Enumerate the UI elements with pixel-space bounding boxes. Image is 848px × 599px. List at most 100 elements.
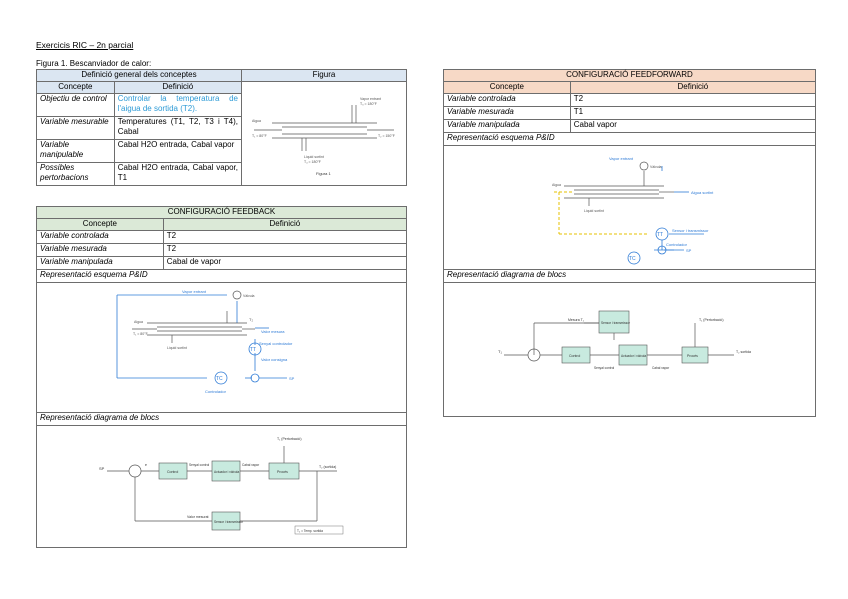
- feedback-summing-junction-icon: [250, 373, 260, 383]
- feedback-pid-cell: TT TC Vapor entrant Vàlvula Aigua T₁ = 8…: [36, 282, 407, 413]
- tc-controller-icon: [214, 371, 228, 385]
- feedback-actuator-block: [211, 460, 241, 482]
- feedback-legend-box: [294, 525, 344, 535]
- feedback-liquid-label: Liquid sortint: [167, 346, 187, 350]
- row-concept: Objectiu de control: [36, 93, 115, 117]
- feedforward-sensor-text: Sensor i transmissor: [601, 321, 631, 325]
- feedforward-pid-cell: TT TC Vapor entrant Vàlvula Aigua Aigua …: [443, 145, 816, 270]
- feedforward-output-text: T₂ sortida: [736, 350, 751, 354]
- figure-caption: Figura 1. Bescanviador de calor:: [36, 59, 152, 68]
- row-concept: Variable mesurable: [36, 116, 115, 140]
- feedforward-controller-block: [561, 346, 591, 364]
- feedforward-block-diagram: T₁ Mesura T₁ Sensor i transmissor Contro…: [498, 310, 751, 370]
- feedback-sp-label: SP: [289, 376, 295, 381]
- concept-column-header: Concepte: [36, 81, 115, 94]
- feedback-setpoint-label: Valor consigna: [261, 357, 288, 362]
- tt-transmitter-icon: [248, 342, 262, 356]
- feedback-vapor-label: Vapor entrant: [182, 289, 207, 294]
- feedforward-definition-header: Definició: [569, 81, 817, 94]
- figure-t1-label: T₁ = 80°F: [252, 134, 267, 138]
- feedforward-summing-junction-icon: [657, 245, 667, 255]
- feedback-actuator-text: Actuador i vàlvula: [214, 470, 239, 474]
- figure-caption-label: Figura 1: [316, 171, 331, 176]
- tc-label: TC: [216, 376, 223, 382]
- feedforward-process-text: Procés: [687, 354, 698, 358]
- document-title: Exercicis RIC – 2n parcial: [36, 40, 134, 50]
- figure-liquid-out-label: Liquid sortint: [304, 155, 324, 159]
- feedforward-row-definition: Cabal vapor: [569, 119, 817, 133]
- row-concept: Variable manipulable: [36, 139, 115, 163]
- feedback-controller-text: Control: [167, 470, 179, 474]
- feedforward-valve-label: Vàlvula: [650, 165, 662, 169]
- general-table-title: Definició general dels conceptes: [36, 69, 242, 82]
- feedback-legend-text: T₂ = Temp. sortida: [297, 529, 323, 533]
- feedback-valve-label: Vàlvula: [243, 294, 255, 298]
- feedback-disturbance-text: T₁ (Pertorbació): [277, 437, 302, 441]
- feedback-sensor-text: Sensor i transmissor: [214, 520, 244, 524]
- feedback-output-text: T₂ (sortida): [319, 465, 336, 469]
- feedforward-pid-diagram: TT TC Vapor entrant Vàlvula Aigua Aigua …: [552, 156, 714, 265]
- feedforward-row-concept: Variable controlada: [443, 93, 571, 107]
- feedback-concept-header: Concepte: [36, 218, 164, 231]
- feedback-row-definition: Cabal de vapor: [162, 256, 408, 270]
- feedforward-row-concept: Variable mesurada: [443, 106, 571, 120]
- row-definition: Temperatures (T1, T2, T3 i T4), Cabal: [113, 116, 242, 140]
- feedback-control-signal-text: Senyal control: [189, 463, 209, 467]
- feedback-title: CONFIGURACIÓ FEEDBACK: [36, 206, 407, 219]
- figure-vapor-in-temp: T₃ = 180°F: [360, 102, 377, 106]
- feedback-process-block: [268, 462, 300, 480]
- row-definition: Cabal H2O entrada, Cabal vapor: [113, 139, 242, 163]
- feedforward-water-label: Aigua: [552, 183, 561, 187]
- feedback-definition-header: Definició: [162, 218, 408, 231]
- feedback-row-concept: Variable controlada: [36, 230, 164, 244]
- feedback-t2-label: T₂: [249, 317, 253, 322]
- feedback-pid-diagram: TT TC Vapor entrant Vàlvula Aigua T₁ = 8…: [116, 289, 295, 394]
- feedback-block-diagram: Control Actuador i vàlvula Procés Sensor…: [99, 437, 344, 535]
- feedforward-block-summing-junction: [527, 348, 541, 362]
- tt-label: TT: [250, 347, 256, 353]
- feedforward-actuator-text: Actuador i vàlvula: [621, 354, 646, 358]
- feedback-error-text: e: [145, 463, 147, 467]
- feedback-row-definition: T2: [162, 230, 408, 244]
- feedback-water-label: Aigua: [134, 320, 143, 324]
- feedback-signal-label: Senyal controlador: [259, 341, 293, 346]
- feedforward-concept-header: Concepte: [443, 81, 571, 94]
- feedforward-tt-label: TT: [657, 232, 663, 238]
- heat-exchanger-figure: Vapor entrant T₃ = 180°F Aigua T₁ = 80°F…: [252, 97, 395, 176]
- feedforward-liquid-label: Liquid sortint: [584, 209, 604, 213]
- feedforward-table: CONFIGURACIÓ FEEDFORWARD Concepte Defini…: [443, 69, 817, 417]
- feedback-controller-block: [158, 462, 188, 480]
- figure-t2-label: T₂ = 150°F: [378, 134, 395, 138]
- row-concept: Possibles pertorbacions: [36, 162, 115, 186]
- feedforward-valve-icon: [639, 161, 649, 171]
- feedforward-actuator-block: [618, 344, 648, 366]
- feedforward-row-definition: T1: [569, 106, 817, 120]
- feedback-row-concept: Variable manipulada: [36, 256, 164, 270]
- feedback-block-summing-junction: [128, 464, 142, 478]
- figure-vapor-in-label: Vapor entrant: [360, 97, 381, 101]
- feedforward-title: CONFIGURACIÓ FEEDFORWARD: [443, 69, 816, 82]
- feedforward-row-definition: T2: [569, 93, 817, 107]
- feedforward-disturbance-text: T₁ (Pertorbació): [699, 318, 724, 322]
- feedforward-control-signal-text: Senyal control: [594, 366, 614, 370]
- general-definitions-table: Definició general dels conceptes Figura …: [36, 69, 408, 186]
- feedforward-tc-icon: [627, 251, 641, 265]
- feedforward-blocks-label: Representació diagrama de blocs: [443, 269, 816, 283]
- feedback-process-text: Procés: [277, 470, 288, 474]
- heat-exchanger-figure-cell: Vapor entrant T₃ = 180°F Aigua T₁ = 80°F…: [240, 81, 408, 186]
- feedforward-pid-label: Representació esquema P&ID: [443, 132, 816, 146]
- feedforward-out-label: Aigua sortint: [691, 190, 714, 195]
- feedforward-vapor-label: Vapor entrant: [609, 156, 634, 161]
- feedback-measured-text: Valor mesurat: [187, 515, 209, 519]
- feedforward-tc-label: TC: [629, 256, 636, 262]
- feedforward-steam-flow-text: Cabal vapor: [652, 366, 670, 370]
- definition-column-header: Definició: [113, 81, 242, 94]
- row-definition: Cabal H2O entrada, Cabal vapor, T1: [113, 162, 242, 186]
- feedback-pid-label: Representació esquema P&ID: [36, 269, 407, 283]
- figure-liquid-temp-label: T₄ = 180°F: [304, 160, 321, 164]
- figure-water-label: Aigua: [252, 119, 261, 123]
- feedforward-sensor-block: [598, 310, 630, 334]
- feedback-table: CONFIGURACIÓ FEEDBACK Concepte Definició…: [36, 206, 408, 548]
- feedback-steam-flow-text: Cabal vapor: [242, 463, 260, 467]
- feedforward-blocks-cell: T₁ Mesura T₁ Sensor i transmissor Contro…: [443, 282, 816, 417]
